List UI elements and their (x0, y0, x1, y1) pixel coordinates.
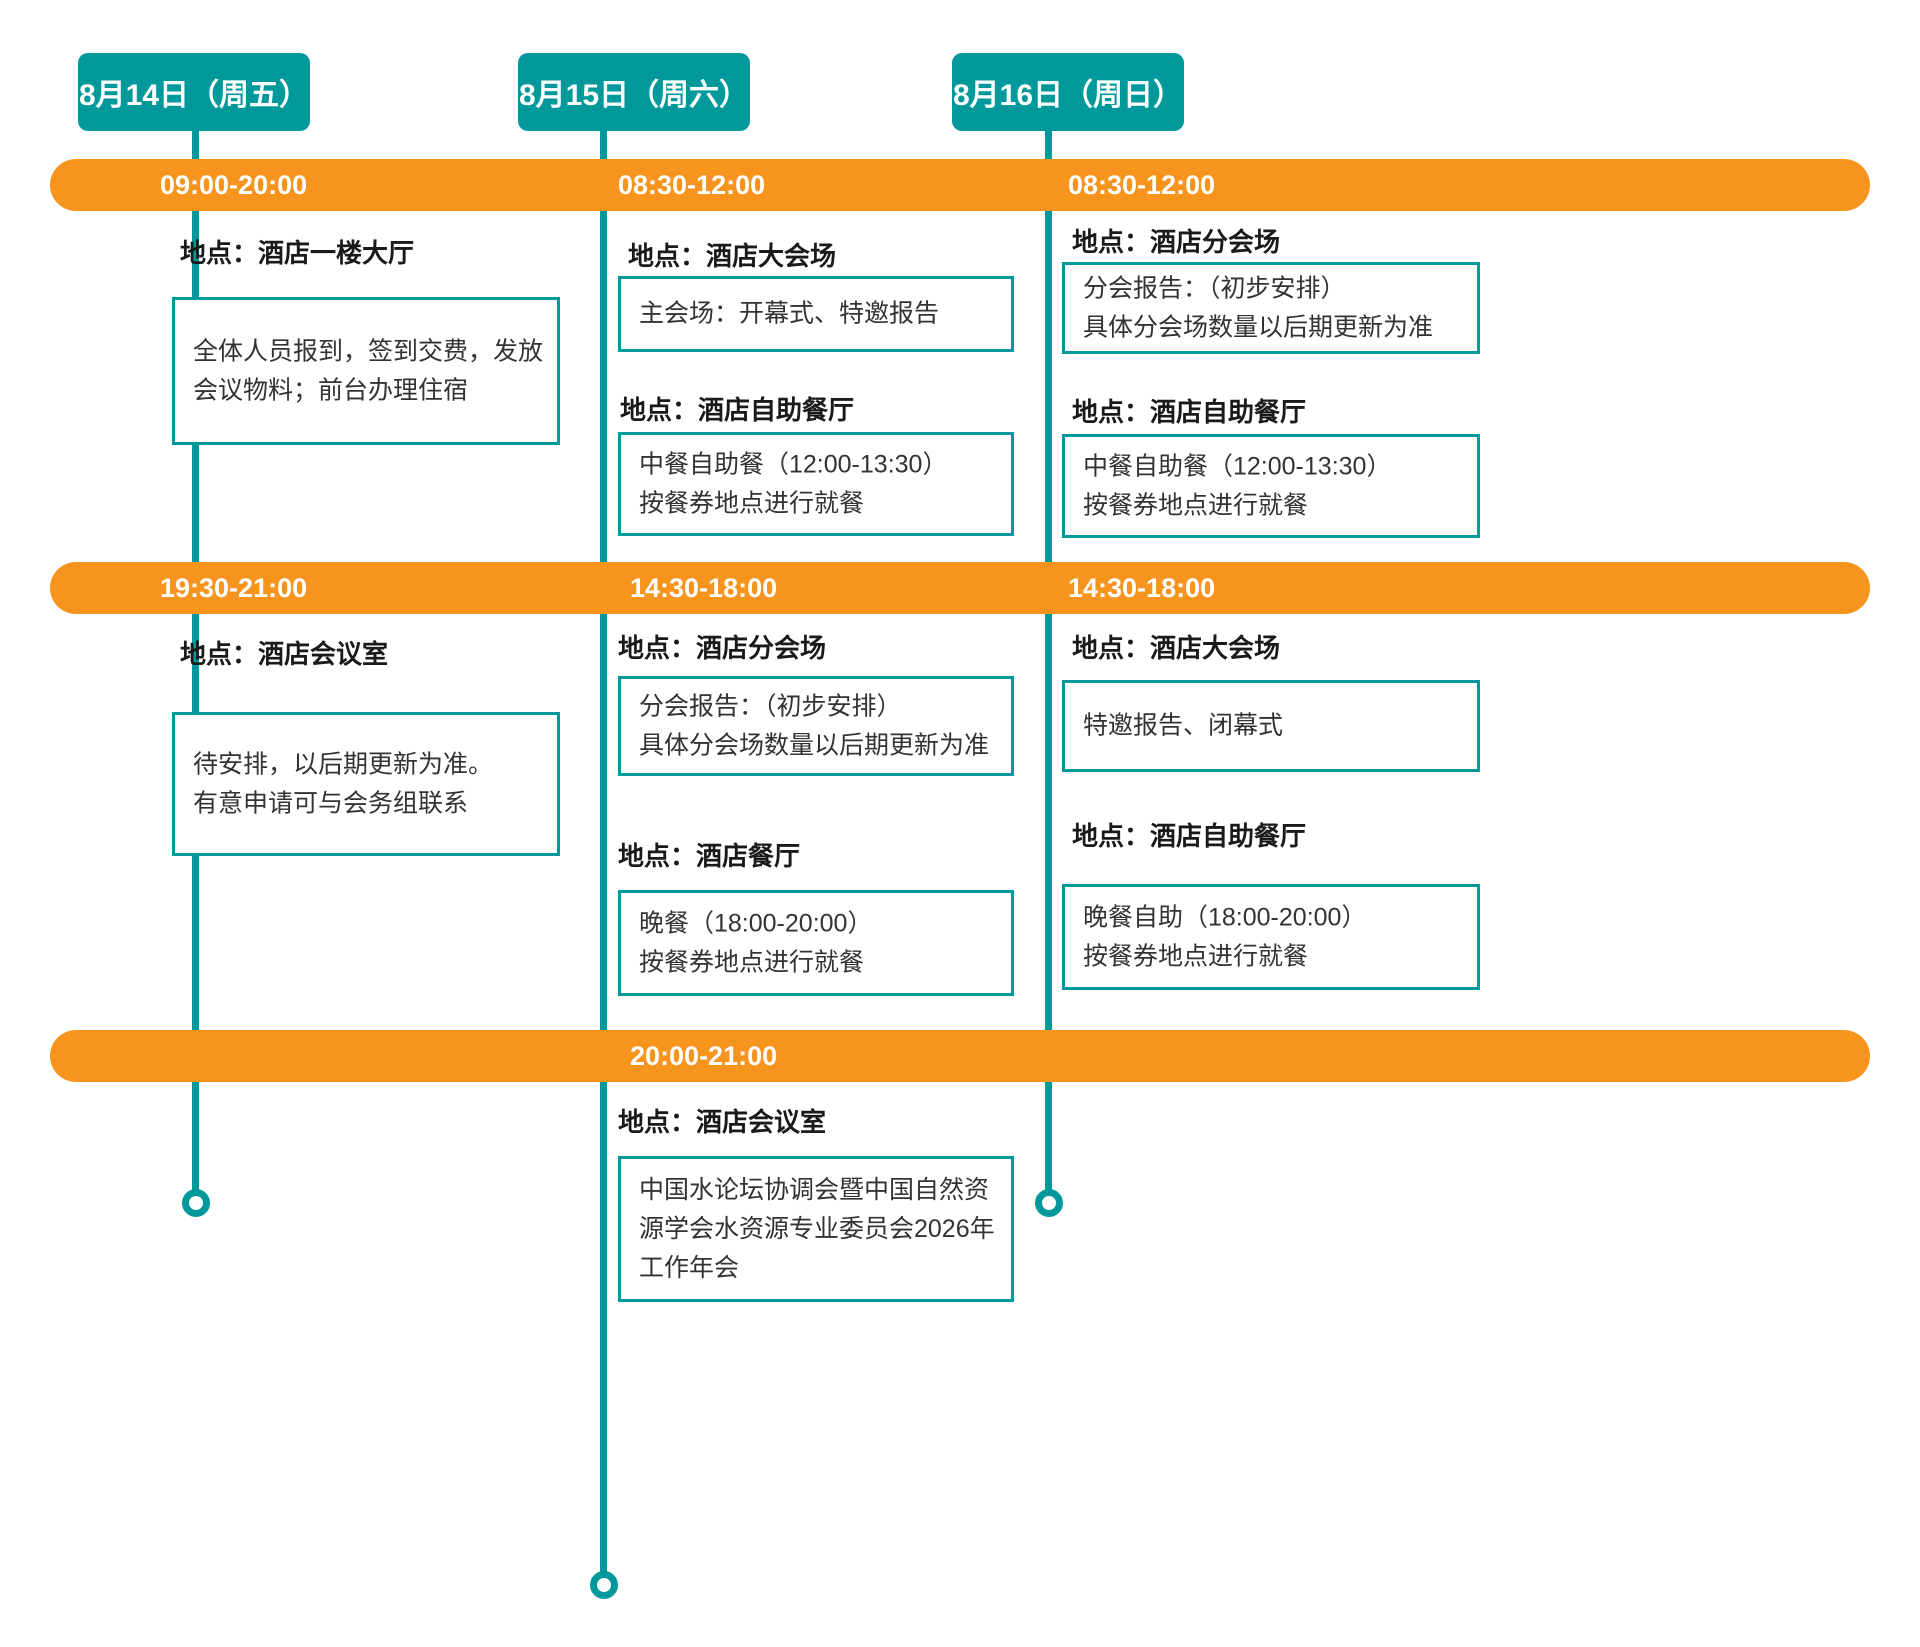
time-label-row2-day2: 14:30-18:00 (630, 572, 778, 603)
time-bar-row2: 19:30-21:00 14:30-18:00 14:30-18:00 (50, 562, 1870, 614)
content-text-r1c3-b2: 中餐自助餐（12:00-13:30） 按餐券地点进行就餐 (1083, 452, 1392, 519)
place-label-r2c2-b2: 地点：酒店餐厅 (618, 841, 801, 871)
content-box-r2c3-b2: 晚餐自助（18:00-20:00） 按餐券地点进行就餐 (1062, 884, 1480, 990)
timeline-endcap-day2 (590, 1571, 618, 1599)
time-label-row1-day1: 09:00-20:00 (160, 169, 308, 200)
timeline-line-day2 (600, 131, 607, 1585)
timeline-line-day1 (192, 131, 199, 1203)
date-badge-day2[interactable]: 8月15日（周六） (518, 53, 750, 131)
content-box-r2c1-b1: 待安排，以后期更新为准。 有意申请可与会务组联系 (172, 712, 560, 856)
content-box-r1c2-b2: 中餐自助餐（12:00-13:30） 按餐券地点进行就餐 (618, 432, 1014, 536)
content-box-r1c3-b1: 分会报告：（初步安排） 具体分会场数量以后期更新为准 (1062, 262, 1480, 354)
place-label-r1c2-b1: 地点：酒店大会场 (628, 241, 837, 271)
time-label-row3-day2: 20:00-21:00 (630, 1040, 778, 1071)
content-box-r1c3-b2: 中餐自助餐（12:00-13:30） 按餐券地点进行就餐 (1062, 434, 1480, 538)
timeline-endcap-day1 (182, 1189, 210, 1217)
content-text-r1c3-b1: 分会报告：（初步安排） 具体分会场数量以后期更新为准 (1083, 274, 1434, 341)
date-badge-label: 8月15日（周六） (518, 79, 750, 112)
date-badge-label: 8月16日（周日） (952, 79, 1184, 112)
content-text-r2c3-b2: 晚餐自助（18:00-20:00） 按餐券地点进行就餐 (1083, 903, 1367, 970)
time-label-row1-day3: 08:30-12:00 (1068, 169, 1216, 200)
place-label-r1c3-b2: 地点：酒店自助餐厅 (1072, 397, 1307, 427)
place-label-r1c1-b1: 地点：酒店一楼大厅 (180, 238, 415, 268)
place-label-r1c3-b1: 地点：酒店分会场 (1072, 227, 1281, 257)
time-bar-row3: 20:00-21:00 (50, 1030, 1870, 1082)
date-badge-day3[interactable]: 8月16日（周日） (952, 53, 1184, 131)
place-label-r2c3-b2: 地点：酒店自助餐厅 (1072, 821, 1307, 851)
content-text-r1c1-b1: 全体人员报到，签到交费，发放 会议物料；前台办理住宿 (193, 337, 544, 404)
content-text-r1c2-b1: 主会场：开幕式、特邀报告 (639, 299, 940, 328)
place-label-r1c2-b2: 地点：酒店自助餐厅 (620, 395, 855, 425)
date-badge-day1[interactable]: 8月14日（周五） (78, 53, 310, 131)
content-box-r2c2-b1: 分会报告：（初步安排） 具体分会场数量以后期更新为准 (618, 676, 1014, 776)
content-box-r1c2-b1: 主会场：开幕式、特邀报告 (618, 276, 1014, 352)
place-label-r2c2-b1: 地点：酒店分会场 (618, 633, 827, 663)
timeline-endcap-day3 (1035, 1189, 1063, 1217)
content-text-r1c2-b2: 中餐自助餐（12:00-13:30） 按餐券地点进行就餐 (639, 450, 948, 517)
content-text-r2c2-b2: 晚餐（18:00-20:00） 按餐券地点进行就餐 (639, 909, 873, 976)
content-text-r3c2-b1: 中国水论坛协调会暨中国自然资 源学会水资源专业委员会2026年 工作年会 (639, 1175, 995, 1282)
time-label-row1-day2: 08:30-12:00 (618, 169, 766, 200)
content-box-r2c2-b2: 晚餐（18:00-20:00） 按餐券地点进行就餐 (618, 890, 1014, 996)
time-label-row2-day1: 19:30-21:00 (160, 572, 308, 603)
timeline-line-day3 (1045, 131, 1052, 1203)
content-box-r3c2-b1: 中国水论坛协调会暨中国自然资 源学会水资源专业委员会2026年 工作年会 (618, 1156, 1014, 1302)
place-label-r2c1-b1: 地点：酒店会议室 (180, 639, 389, 669)
time-label-row2-day3: 14:30-18:00 (1068, 572, 1216, 603)
place-label-r3c2-b1: 地点：酒店会议室 (618, 1107, 827, 1137)
place-label-r2c3-b1: 地点：酒店大会场 (1072, 633, 1281, 663)
content-text-r2c3-b1: 特邀报告、闭幕式 (1083, 711, 1284, 740)
content-box-r2c3-b1: 特邀报告、闭幕式 (1062, 680, 1480, 772)
content-text-r2c1-b1: 待安排，以后期更新为准。 有意申请可与会务组联系 (193, 750, 494, 817)
time-bar-row1: 09:00-20:00 08:30-12:00 08:30-12:00 (50, 159, 1870, 211)
date-badge-label: 8月14日（周五） (78, 79, 310, 112)
content-box-r1c1-b1: 全体人员报到，签到交费，发放 会议物料；前台办理住宿 (172, 297, 560, 445)
content-text-r2c2-b1: 分会报告：（初步安排） 具体分会场数量以后期更新为准 (639, 692, 990, 759)
